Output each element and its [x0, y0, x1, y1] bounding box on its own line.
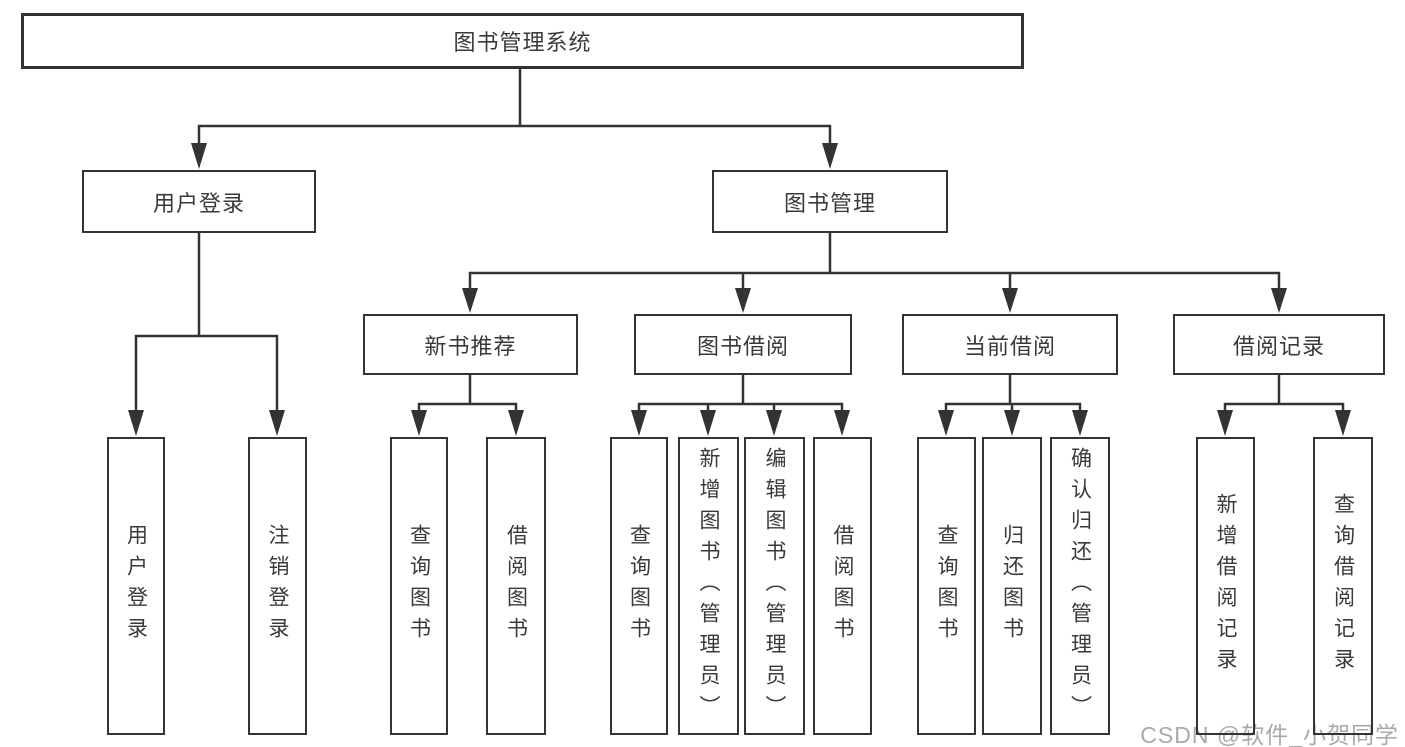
node-book-management: 图书管理 — [712, 170, 948, 233]
node-root-library-system: 图书管理系统 — [21, 13, 1024, 69]
leaf-return-book: 归还图书 — [982, 437, 1042, 735]
node-label: 新增借阅记录 — [1214, 493, 1237, 679]
node-label: 新增图书（管理员） — [697, 446, 720, 726]
connector-root-to-level2 — [191, 69, 838, 169]
node-label: 借阅图书 — [504, 524, 528, 648]
node-borrow-record: 借阅记录 — [1173, 314, 1385, 375]
connector-user-login-branch — [128, 233, 285, 436]
node-book-borrow: 图书借阅 — [634, 314, 852, 375]
node-label: 确认归还（管理员） — [1068, 446, 1092, 726]
node-label: 归还图书 — [1000, 524, 1024, 648]
connector-borrow-record-branch — [1217, 375, 1351, 436]
csdn-watermark: CSDN @软件_小贺同学 — [1140, 722, 1399, 747]
node-label: 借阅图书 — [831, 524, 854, 648]
node-label: 新书推荐 — [424, 333, 517, 359]
node-label: 借阅记录 — [1232, 333, 1325, 359]
leaf-query-book-current: 查询图书 — [917, 437, 976, 735]
node-new-book-recommend: 新书推荐 — [363, 314, 578, 375]
node-label: 查询借阅记录 — [1331, 493, 1355, 679]
leaf-logout-login: 注销登录 — [248, 437, 307, 735]
node-current-borrow: 当前借阅 — [902, 314, 1118, 375]
leaf-edit-book-admin: 编辑图书（管理员） — [744, 437, 805, 735]
leaf-add-borrow-record: 新增借阅记录 — [1196, 437, 1255, 735]
connector-new-book-branch — [411, 375, 524, 436]
node-user-login: 用户登录 — [82, 170, 316, 233]
leaf-borrow-book: 借阅图书 — [813, 437, 872, 735]
leaf-query-book-recommend: 查询图书 — [390, 437, 448, 735]
leaf-query-book-borrow: 查询图书 — [610, 437, 668, 735]
connector-current-borrow-branch — [938, 375, 1088, 436]
node-label: 用户登录 — [152, 190, 245, 216]
node-label: 查询图书 — [935, 524, 958, 648]
node-label: 查询图书 — [407, 524, 431, 648]
node-label: 当前借阅 — [963, 333, 1056, 359]
node-label: 用户登录 — [124, 524, 148, 648]
connector-book-borrow-branch — [631, 375, 850, 436]
node-label: 图书管理 — [783, 190, 876, 216]
node-label: 注销登录 — [266, 524, 289, 648]
leaf-borrow-book-recommend: 借阅图书 — [486, 437, 546, 735]
leaf-query-borrow-record: 查询借阅记录 — [1313, 437, 1373, 735]
leaf-confirm-return-admin: 确认归还（管理员） — [1050, 437, 1110, 735]
leaf-add-book-admin: 新增图书（管理员） — [678, 437, 739, 735]
node-label: 查询图书 — [627, 524, 651, 648]
node-label: 图书借阅 — [696, 333, 789, 359]
node-label: 编辑图书（管理员） — [763, 446, 786, 726]
node-label: 图书管理系统 — [453, 30, 592, 55]
connector-book-mgmt-branch — [462, 233, 1287, 313]
leaf-user-login: 用户登录 — [107, 437, 165, 735]
